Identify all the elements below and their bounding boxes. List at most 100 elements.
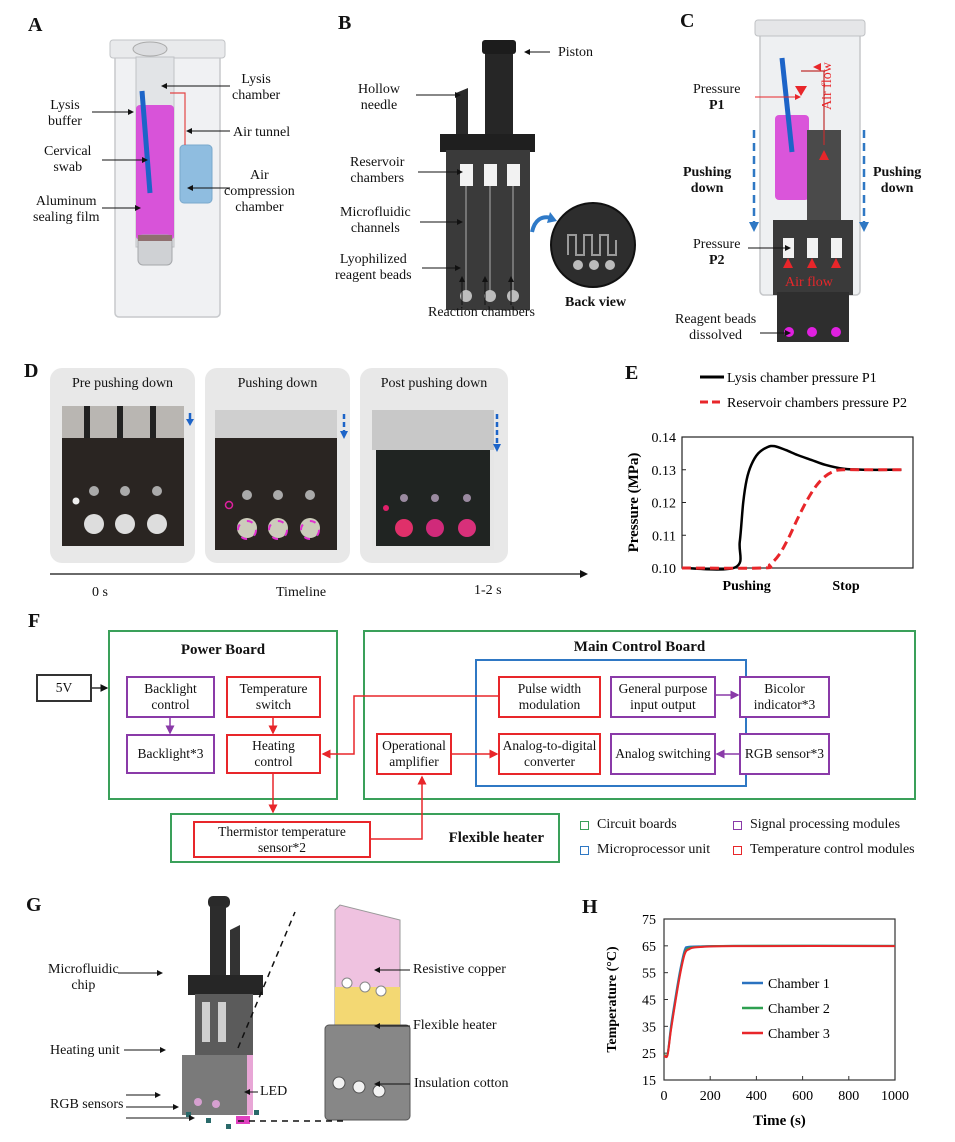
panel-letter-d: D xyxy=(24,360,39,382)
series-line-3 xyxy=(663,945,896,1059)
label-pressure-p2: Pressure P2 xyxy=(693,237,741,268)
label-reaction-chambers: Reaction chambers xyxy=(428,305,535,320)
legend-swatch xyxy=(580,820,589,830)
x-tick-label: 1000 xyxy=(881,1089,909,1104)
legend-signal-processing: Signal processing modules xyxy=(733,817,900,833)
x-tick-label: 800 xyxy=(838,1089,859,1104)
panel-letter-f: F xyxy=(28,610,41,632)
x-axis-label: Time (s) xyxy=(753,1113,806,1129)
series-line-1 xyxy=(681,444,902,571)
general-purpose-io: General purpose input output xyxy=(610,676,716,718)
input-5v: 5V xyxy=(36,674,92,702)
heating-control: Heating control xyxy=(226,734,321,774)
legend-label: Chamber 3 xyxy=(768,1027,830,1042)
stage-photo xyxy=(372,410,494,550)
y-tick-label: 0.13 xyxy=(652,464,677,479)
label-air-compression-chamber: Air compression chamber xyxy=(224,168,295,215)
pulse-width-modulation: Pulse width modulation xyxy=(498,676,601,718)
label-flexible-heater: Flexible heater xyxy=(413,1018,497,1033)
main-control-board-title: Main Control Board xyxy=(573,639,706,655)
heating-assembly-illustration xyxy=(182,896,263,1129)
temperature-switch: Temperature switch xyxy=(226,676,321,718)
label-reagent-beads-dissolved: Reagent beads dissolved xyxy=(675,312,757,343)
y-tick-label: 0.10 xyxy=(652,562,677,577)
legend-swatch xyxy=(733,820,742,830)
legend-swatch xyxy=(580,845,589,855)
panel-g-lines xyxy=(118,911,410,1122)
label-resistive-copper: Resistive copper xyxy=(413,962,506,977)
diagram-connectors xyxy=(92,684,740,840)
series-line-2 xyxy=(681,468,902,570)
timeline-arrow[interactable] xyxy=(0,0,600,600)
legend-label: Chamber 1 xyxy=(768,977,830,992)
microprocessor-unit xyxy=(475,659,747,787)
label-lysis-buffer: Lysis buffer xyxy=(48,98,82,129)
label-aluminum-sealing-film: Aluminum sealing film xyxy=(33,194,100,225)
label-hollow-needle: Hollow needle xyxy=(358,82,400,113)
y-tick-label: 55 xyxy=(642,967,656,982)
stage-post-pushing: Post pushing down xyxy=(360,368,508,563)
panel-letter-e: E xyxy=(625,362,639,384)
panel-a-arrows xyxy=(92,83,230,211)
legend-label: Lysis chamber pressure P1 xyxy=(727,371,877,386)
flexible-heater-board: Flexible heater xyxy=(170,813,560,863)
label-pushing-down-right: Pushing down xyxy=(873,165,922,196)
panel-letter-b: B xyxy=(338,12,352,34)
label-insulation-cotton: Insulation cotton xyxy=(414,1076,509,1091)
x-tick-label: Stop xyxy=(832,579,859,594)
stage-photo xyxy=(215,410,337,550)
cartridge-illustration xyxy=(109,39,226,318)
y-tick-label: 75 xyxy=(642,913,656,928)
y-tick-label: 0.14 xyxy=(652,431,677,446)
label-air-tunnel: Air tunnel xyxy=(233,125,291,140)
adc: Analog-to-digital converter xyxy=(498,733,601,775)
label-heating-unit: Heating unit xyxy=(50,1043,120,1058)
label-lysis-chamber: Lysis chamber xyxy=(232,72,281,103)
plot-frame xyxy=(663,918,896,1081)
y-tick-label: 0.12 xyxy=(652,497,677,512)
push-arrow-icons xyxy=(186,413,501,452)
analog-switching: Analog switching xyxy=(610,733,716,775)
heater-exploded-view xyxy=(324,904,411,1121)
stage-pre-pushing: Pre pushing down xyxy=(50,368,195,563)
legend-microprocessor: Microprocessor unit xyxy=(580,842,710,858)
stage-title: Pre pushing down xyxy=(71,376,174,391)
legend-circuit-boards: Circuit boards xyxy=(580,817,677,833)
flexible-heater-title: Flexible heater xyxy=(448,830,544,846)
label-back-view: Back view xyxy=(565,295,627,310)
x-tick-label: Pushing xyxy=(723,579,771,594)
rgb-sensor: RGB sensor*3 xyxy=(739,733,830,775)
x-tick-label: 400 xyxy=(746,1089,767,1104)
x-tick-label: 0 xyxy=(661,1089,668,1104)
y-tick-label: 45 xyxy=(642,994,656,1009)
bicolor-indicator: Bicolor indicator*3 xyxy=(739,676,830,718)
microfluidic-chip-illustration xyxy=(440,40,535,310)
label-rgb-sensors: RGB sensors xyxy=(50,1097,124,1112)
stage-title: Pushing down xyxy=(237,376,318,391)
operational-amplifier: Operational amplifier xyxy=(376,733,452,775)
stage-pushing: Pushing down xyxy=(205,368,350,563)
y-tick-label: 0.11 xyxy=(652,529,676,544)
legend-temperature-control: Temperature control modules xyxy=(733,842,915,858)
power-board: Power Board xyxy=(108,630,338,800)
legend-label: Reservoir chambers pressure P2 xyxy=(727,396,907,411)
thermistor-sensor: Thermistor temperature sensor*2 xyxy=(193,821,371,858)
panel-letter-g: G xyxy=(26,894,42,916)
main-control-board: Main Control Board xyxy=(363,630,916,800)
label-led: LED xyxy=(260,1084,288,1099)
label-microfluidic-chip: Microfluidic chip xyxy=(48,962,119,993)
y-tick-label: 25 xyxy=(642,1047,656,1062)
label-lyophilized-reagent-beads: Lyophilized reagent beads xyxy=(335,252,412,283)
back-view-inset xyxy=(550,202,636,288)
panel-letter-c: C xyxy=(680,10,695,32)
y-axis-label: Temperature (°C) xyxy=(605,946,620,1053)
label-reservoir-chambers: Reservoir chambers xyxy=(350,155,405,186)
label-pushing-down-left: Pushing down xyxy=(683,165,732,196)
stage-title: Post pushing down xyxy=(380,376,488,391)
label-pressure-p1: Pressure P1 xyxy=(693,82,741,113)
panel-letter-a: A xyxy=(28,14,43,36)
panel-b-arrows xyxy=(416,49,550,305)
stage-photo xyxy=(62,406,184,546)
